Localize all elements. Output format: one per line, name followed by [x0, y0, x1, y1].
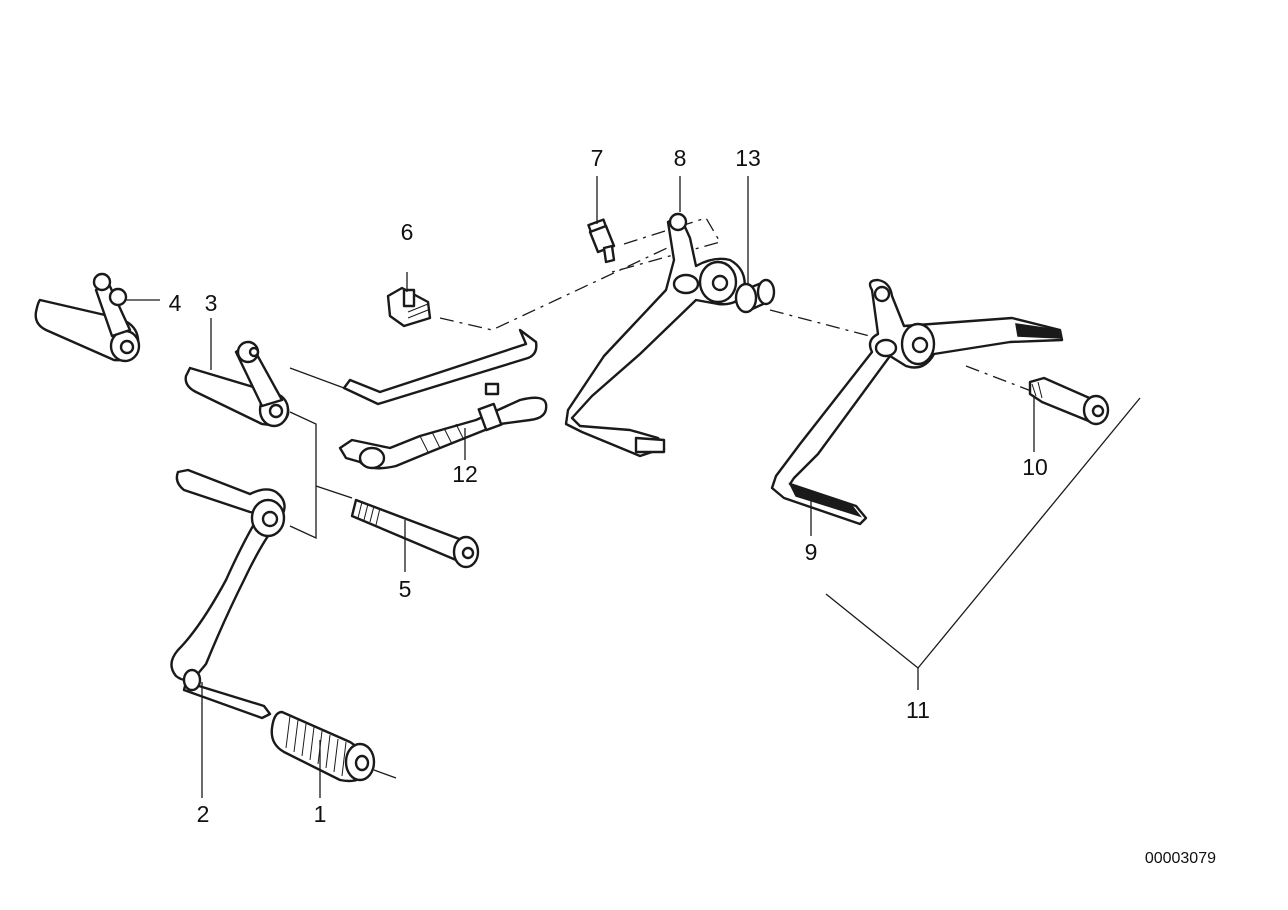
- label-13: 13: [735, 145, 761, 171]
- part-4-lever: [34, 272, 141, 363]
- label-6: 6: [401, 219, 414, 245]
- leader-11-bracket: [825, 397, 1141, 669]
- label-11: 11: [906, 697, 930, 723]
- label-8: 8: [674, 145, 687, 171]
- label-3: 3: [205, 290, 218, 316]
- part-13-bushing: [734, 278, 776, 314]
- axis-line-7-8: [611, 217, 721, 273]
- label-7: 7: [591, 145, 604, 171]
- assembly-bracket: [289, 411, 317, 540]
- brake-pedal-middle: [564, 212, 746, 458]
- part-5-bolt: [350, 498, 480, 569]
- axis-line-1: [373, 769, 397, 779]
- connecting-rod: [342, 328, 538, 406]
- axis-line-13: [769, 309, 901, 345]
- label-4: 4: [169, 290, 182, 316]
- axis-line-10: [965, 365, 1035, 393]
- part-7-grease-nipple: [587, 218, 616, 264]
- part-6-clamp: [386, 286, 432, 328]
- label-1: 1: [314, 801, 327, 827]
- label-5: 5: [399, 576, 412, 602]
- axis-line-5: [315, 485, 353, 499]
- part-12-adjust-rod: [338, 382, 548, 470]
- brake-pedal-assembly: [770, 278, 1064, 526]
- part-1-footpeg-rubber: [270, 710, 376, 783]
- reference-number: 00003079: [1145, 850, 1216, 867]
- part-3-lever: [184, 340, 290, 428]
- gear-shift-lever: [170, 468, 286, 720]
- axis-line-3: [289, 367, 345, 389]
- label-10: 10: [1022, 454, 1048, 480]
- label-12: 12: [452, 461, 478, 487]
- label-2: 2: [197, 801, 210, 827]
- label-9: 9: [805, 539, 818, 565]
- part-10-shoulder-bolt: [1028, 376, 1110, 426]
